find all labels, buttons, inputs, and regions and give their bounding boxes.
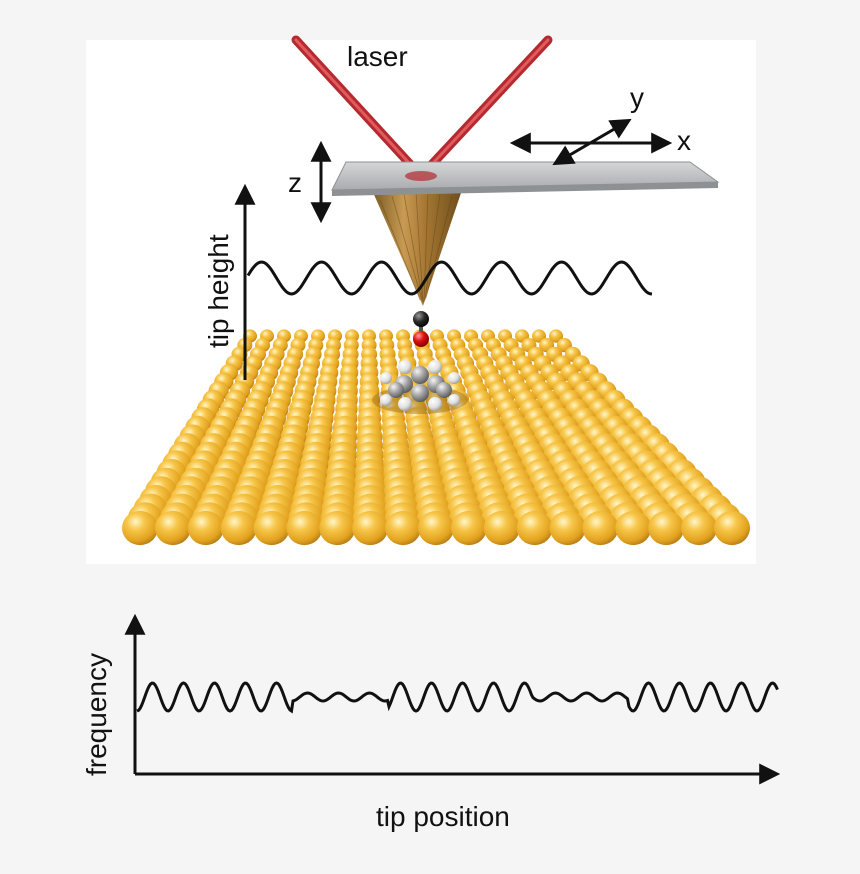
adsorbed-molecule [380,360,460,411]
frequency-trace [136,681,779,714]
hydrogen-atom [428,360,442,374]
gold-atom [418,510,454,546]
tip-oscillation-trace [246,260,653,296]
gold-atom [187,510,224,546]
gold-atom [286,510,323,546]
tip-position-label: tip position [376,801,510,832]
gold-atom [483,510,520,546]
gold-atom [122,510,158,546]
gold-atom [319,510,356,546]
hydrogen-atom [448,372,460,384]
hydrogen-atom [380,372,392,384]
hydrogen-atom [398,397,412,411]
laser-beams [291,35,553,181]
cantilever [331,161,720,196]
hydrogen-atom [428,397,442,411]
hydrogen-atom [448,394,460,406]
gold-atom [714,510,750,546]
gold-atom [352,510,389,546]
frequency-graph [124,613,781,785]
z-axis-label: z [288,167,302,198]
laser-label: laser [347,41,408,72]
y-axis-label: y [630,82,644,113]
carbon-atom [411,366,429,384]
frequency-label: frequency [81,653,112,776]
gold-atom [615,510,652,546]
x-axis-label: x [677,125,691,156]
gold-atom [220,510,257,546]
hydrogen-atom [380,394,392,406]
gold-atom [154,510,191,546]
gold-atom [582,510,619,546]
gold-atom [253,510,290,546]
co-molecule [413,311,429,347]
carbon-atom [436,382,452,398]
carbon-atom [388,382,404,398]
xy-double-arrow-icon [509,118,673,166]
hydrogen-atom [398,360,412,374]
gold-atom [549,329,563,343]
gold-atom [549,510,586,546]
gold-atom [450,510,487,546]
gold-atom [516,510,553,546]
tip-height-label: tip height [203,234,234,348]
gold-atom [681,510,718,546]
gold-atom [385,510,422,546]
carbon-atom [411,384,429,402]
gold-atom [648,510,685,546]
